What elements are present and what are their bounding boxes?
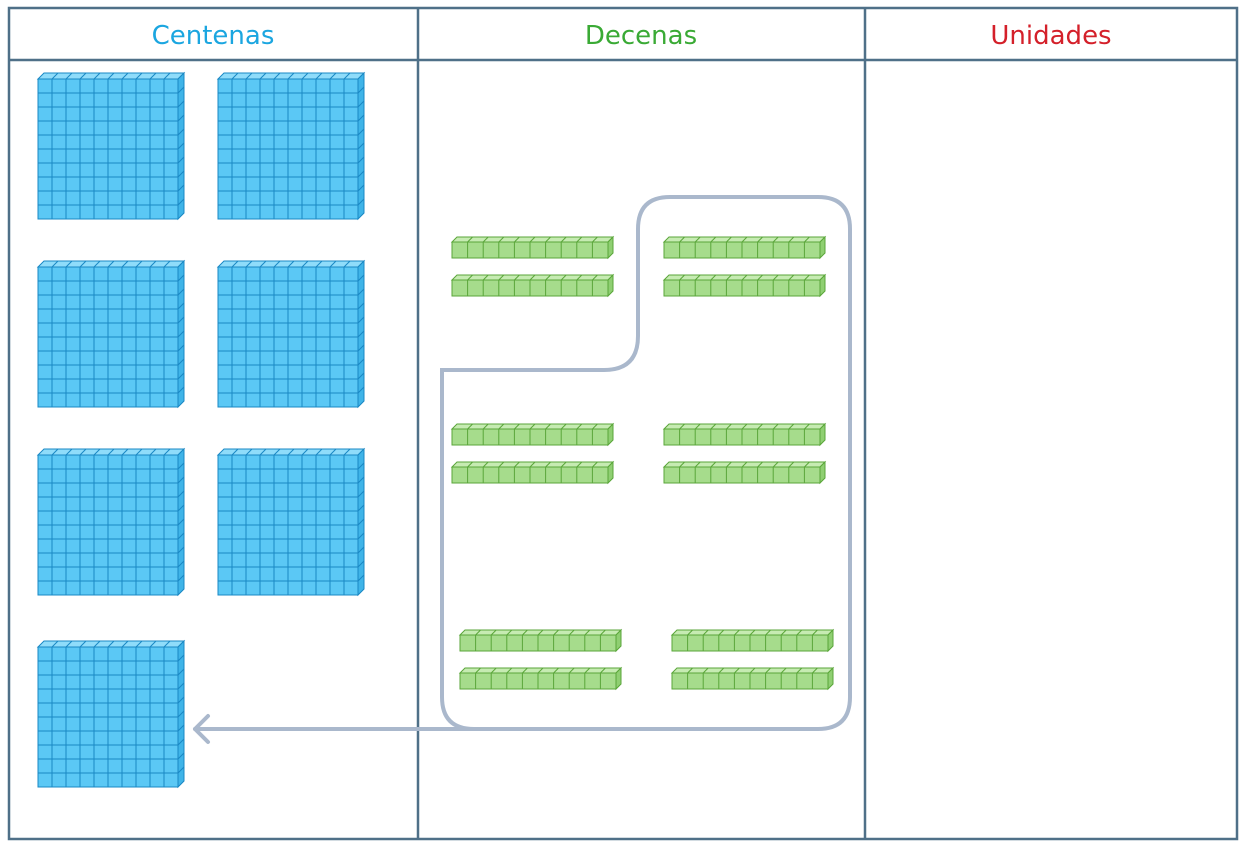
ten-rod [662,273,827,298]
hundred-flat [36,71,186,221]
ten-rod [662,422,827,447]
table-frame [7,6,1239,841]
ten-rod [450,273,615,298]
hundred-flats [36,71,366,789]
header-decenas: Decenas [585,21,697,51]
header-centenas: Centenas [152,21,275,51]
ten-rod [450,235,615,260]
ten-rod [450,460,615,485]
ten-rods [450,235,835,691]
hundred-flat [36,639,186,789]
hundred-flat [216,447,366,597]
hundred-flat [36,259,186,409]
ten-rod [662,460,827,485]
regroup-arrow [193,714,476,744]
ten-rod [670,628,835,653]
hundred-flat [216,259,366,409]
ten-rod [458,628,623,653]
ten-rod [662,235,827,260]
regroup-outline [440,195,852,731]
header-unidades: Unidades [990,21,1111,51]
ten-rod [670,666,835,691]
hundred-flat [216,71,366,221]
ten-rod [458,666,623,691]
ten-rod [450,422,615,447]
hundred-flat [36,447,186,597]
